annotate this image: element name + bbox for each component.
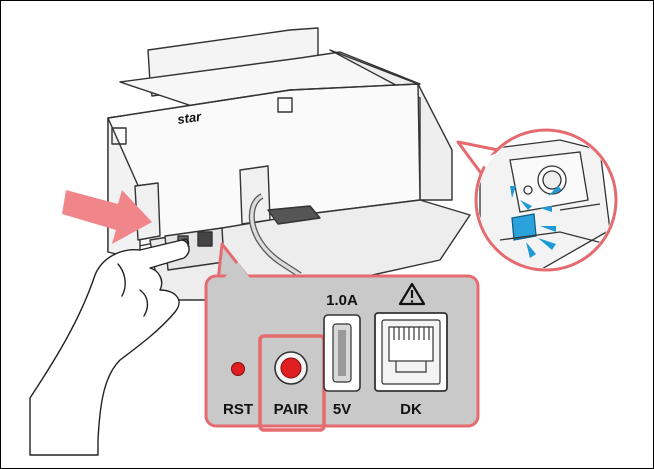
dk-label: DK xyxy=(400,401,422,418)
blinking-led-indicator xyxy=(510,186,562,258)
usb-voltage-label: 5V xyxy=(333,401,351,418)
usb-current-label: 1.0A xyxy=(326,292,358,309)
insert-arrow xyxy=(62,190,152,244)
rst-button[interactable] xyxy=(231,362,245,376)
rst-label: RST xyxy=(223,401,253,418)
port-panel-callout: RST PAIR 1.0A 5V xyxy=(204,262,480,432)
pair-label: PAIR xyxy=(274,401,309,418)
warning-triangle-icon xyxy=(398,282,426,306)
led-zoom-callout xyxy=(456,128,618,272)
brand-logo: star xyxy=(176,109,203,127)
hand xyxy=(29,238,190,456)
pair-button[interactable] xyxy=(280,357,302,379)
